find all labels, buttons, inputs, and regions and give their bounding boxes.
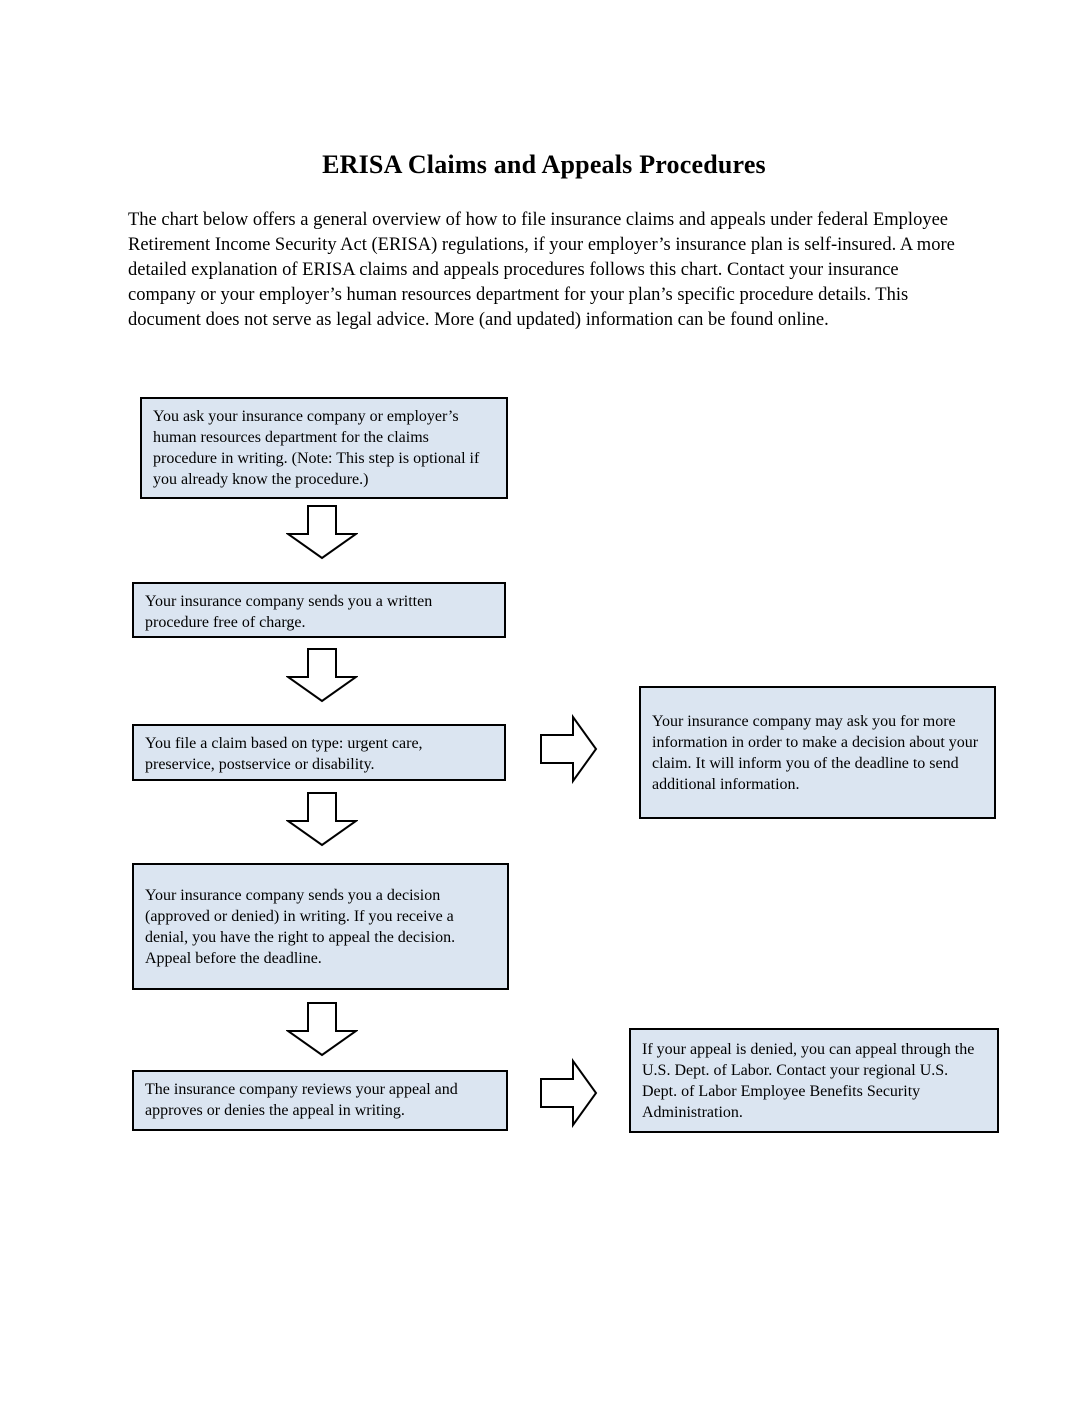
intro-paragraph: The chart below offers a general overvie… <box>128 210 955 330</box>
right-arrow-icon-1 <box>540 714 598 784</box>
side-note-2-box: If your appeal is denied, you can appeal… <box>629 1028 999 1133</box>
down-arrow-icon-1 <box>286 505 358 560</box>
flow-step-3-box: You file a claim based on type: urgent c… <box>132 724 506 781</box>
flow-step-1-box: You ask your insurance company or employ… <box>140 397 508 499</box>
flow-step-2-box: Your insurance company sends you a writt… <box>132 582 506 638</box>
page-title: ERISA Claims and Appeals Procedures <box>322 150 766 179</box>
flow-step-4-box: Your insurance company sends you a decis… <box>132 863 509 990</box>
down-arrow-icon-3 <box>286 792 358 847</box>
side-note-1-box: Your insurance company may ask you for m… <box>639 686 996 819</box>
right-arrow-icon-2 <box>540 1058 598 1128</box>
down-arrow-icon-2 <box>286 648 358 703</box>
flow-step-5-box: The insurance company reviews your appea… <box>132 1070 508 1131</box>
down-arrow-icon-4 <box>286 1002 358 1057</box>
